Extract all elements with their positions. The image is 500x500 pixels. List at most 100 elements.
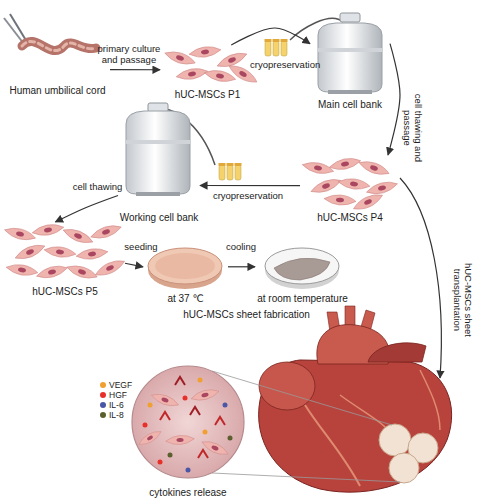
culture-dish bbox=[265, 248, 339, 289]
legend-swatch bbox=[100, 382, 106, 388]
edge-label: cell thawing bbox=[70, 182, 125, 193]
legend-swatch bbox=[100, 412, 106, 418]
cytokine-zoom-part bbox=[137, 428, 163, 448]
edge-label: primary culture and passage bbox=[96, 44, 162, 66]
cytokine-zoom-part bbox=[158, 460, 163, 465]
node-label: Working cell bank bbox=[120, 212, 199, 224]
cytokine-zoom-part bbox=[148, 403, 153, 408]
liquid-nitrogen-tank-part bbox=[328, 90, 372, 94]
cell-culture-p4-part bbox=[301, 160, 334, 176]
cytokine-zoom-part bbox=[190, 387, 220, 403]
heart-part bbox=[305, 405, 360, 486]
edge-label: seeding bbox=[120, 242, 162, 253]
liquid-nitrogen-tank bbox=[126, 103, 215, 196]
cytokine-zoom-part bbox=[150, 391, 180, 409]
liquid-nitrogen-tank-part bbox=[318, 48, 382, 52]
step-label: hUC-MSCs sheet transplantation bbox=[451, 250, 473, 350]
liquid-nitrogen-tank bbox=[290, 13, 382, 94]
cell-culture-p5-part bbox=[35, 263, 68, 281]
edge-label: cryopreservation bbox=[250, 60, 316, 71]
cell-culture-p5-part bbox=[13, 241, 46, 262]
cytokine-legend: VEGFHGFIL-6IL-8 bbox=[100, 380, 132, 420]
flow-arrow bbox=[388, 44, 400, 155]
cell-culture-p1-part bbox=[163, 48, 197, 67]
cryo-tubes-part bbox=[273, 39, 280, 56]
flow-arrow bbox=[125, 263, 143, 267]
cell-culture-p1-part bbox=[188, 45, 221, 59]
edge-label: cell thawing and passage bbox=[401, 92, 423, 164]
cytokine-zoom-part bbox=[175, 377, 185, 385]
flow-arrow bbox=[228, 266, 255, 267]
cell-culture-p5-part bbox=[65, 262, 99, 281]
cytokine-zoom-part bbox=[186, 468, 191, 473]
heart-part bbox=[420, 370, 440, 430]
cytokine-zoom-part bbox=[198, 450, 208, 458]
cell-bank: Working cell bank bbox=[118, 98, 200, 223]
cell-culture-p4-part bbox=[365, 179, 398, 197]
cytokine-zoom-part bbox=[143, 423, 148, 428]
dish-step: at room temperature bbox=[255, 242, 350, 304]
cytokine-zoom-part bbox=[168, 453, 173, 458]
cell-culture-p4-part bbox=[328, 156, 361, 172]
cytokine-zoom-part bbox=[132, 366, 244, 478]
node-label: hUC-MSCs sheet fabrication bbox=[183, 309, 310, 321]
cytokine-zoom-part bbox=[198, 378, 203, 383]
heart-part bbox=[389, 453, 419, 483]
culture-dish-part bbox=[148, 248, 222, 284]
edge-label: cooling bbox=[221, 242, 261, 253]
cytokine-zoom bbox=[132, 366, 244, 478]
flow-arrow bbox=[231, 28, 310, 45]
cell-culture: hUC-MSCs P1 bbox=[160, 45, 255, 100]
heart bbox=[259, 306, 452, 492]
node-label: at 37 ℃ bbox=[167, 293, 203, 305]
cytokine-zoom-part bbox=[215, 417, 225, 425]
heart-part bbox=[379, 424, 411, 456]
legend-text: IL-6 bbox=[109, 400, 124, 410]
node-label: hUC-MSCs P4 bbox=[317, 212, 383, 224]
liquid-nitrogen-tank-part bbox=[126, 140, 190, 144]
culture-dish-part bbox=[265, 248, 339, 284]
cytokine-zoom-part bbox=[190, 407, 200, 415]
cell-culture: hUC-MSCs P4 bbox=[300, 155, 400, 223]
cell-culture-p1 bbox=[163, 45, 259, 87]
cell-culture-p5-part bbox=[93, 257, 126, 280]
cryo-tubes bbox=[219, 163, 242, 180]
cell-culture-p5 bbox=[3, 222, 126, 281]
zoom-circle: cytokines release bbox=[120, 362, 256, 498]
node-label: cytokines release bbox=[149, 487, 226, 499]
culture-dish-part bbox=[155, 253, 215, 279]
node-label: hUC-MSCs P5 bbox=[32, 286, 98, 298]
cell-culture: hUC-MSCs P5 bbox=[5, 222, 125, 297]
cell-bank: Main cell bank bbox=[310, 8, 390, 110]
cryo-tubes bbox=[265, 39, 288, 56]
legend-text: IL-8 bbox=[109, 410, 124, 420]
legend-text: VEGF bbox=[109, 380, 132, 390]
flow-arrow bbox=[200, 185, 300, 186]
heart-part bbox=[340, 395, 388, 430]
legend-text: HGF bbox=[109, 390, 127, 400]
cell-culture-p4-part bbox=[337, 177, 370, 191]
cell-culture-p5-part bbox=[89, 222, 123, 241]
umbilical-cord bbox=[4, 14, 96, 51]
cell-culture-p4-part bbox=[351, 191, 384, 214]
cytokine-zoom-part bbox=[228, 436, 233, 441]
legend-row: IL-8 bbox=[100, 410, 132, 420]
cryo-tubes-part bbox=[265, 39, 272, 56]
cytokine-zoom-part bbox=[165, 434, 194, 445]
cytokine-zoom-part bbox=[200, 438, 230, 458]
culture-dish bbox=[148, 248, 222, 289]
cytokine-zoom-part bbox=[223, 403, 228, 408]
cell-culture-p4-part bbox=[357, 158, 390, 178]
culture-dish-part bbox=[274, 258, 330, 280]
cryo-tubes-part bbox=[281, 39, 288, 56]
cryo-tubes-part bbox=[235, 163, 242, 180]
heart-part bbox=[368, 343, 426, 362]
cell-culture-p1-part bbox=[175, 66, 208, 81]
legend-row: IL-6 bbox=[100, 400, 132, 410]
flow-arrow bbox=[110, 69, 160, 70]
cytokine-zoom-part bbox=[203, 430, 208, 435]
cell-culture-p4 bbox=[301, 156, 398, 214]
zoom-leader-lines-part bbox=[212, 473, 400, 482]
